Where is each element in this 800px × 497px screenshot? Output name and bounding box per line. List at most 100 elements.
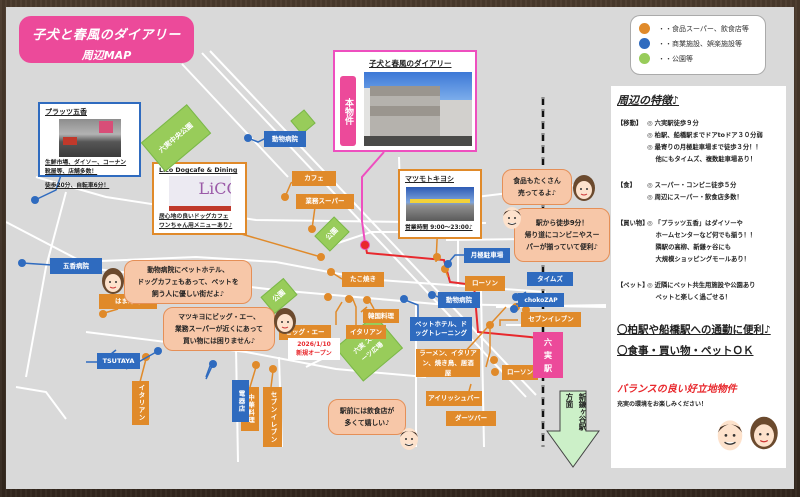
label-electronics-store[interactable]: 電器店 bbox=[232, 380, 249, 422]
section-label: 【移動】 bbox=[617, 120, 643, 127]
green-circle-icon bbox=[639, 53, 650, 64]
section-item: ◎ 周辺にスーパー・飲食店多数！ bbox=[647, 194, 743, 201]
bubble-line: 業務スーパーが近くにあって bbox=[175, 325, 263, 333]
road-short bbox=[181, 63, 289, 178]
label-tsutaya[interactable]: TSUTAYA bbox=[97, 353, 140, 369]
road-sw bbox=[15, 386, 67, 420]
dot-takoyaki[interactable] bbox=[327, 268, 335, 276]
dot-italian-2[interactable] bbox=[345, 295, 353, 303]
dot-darts[interactable] bbox=[491, 368, 499, 376]
section-item: ◎ 最寄りの月極駐車場まで徒歩３分！！ bbox=[647, 144, 762, 151]
plats-text-2: 靴屋等、店舗多数！ bbox=[45, 169, 98, 175]
plats-card[interactable]: プラッツ五香 生鮮市場、ダイソー、コーナン 靴屋等、店舗多数！ 徒歩20分、自転… bbox=[38, 102, 141, 189]
matsukiyo-card[interactable]: マツモトキヨシ 営業時間 9:00～23:00♪ bbox=[398, 169, 482, 239]
dot-gyomu[interactable] bbox=[308, 225, 316, 233]
dot-animal-hospital-2[interactable] bbox=[428, 291, 436, 299]
tagline: バランスの良い好立地物件 bbox=[617, 384, 737, 395]
commercial-dots bbox=[18, 134, 520, 368]
section-label: 【食】 bbox=[617, 182, 636, 189]
lico-card[interactable]: Lico Dogcafe & Dining LiCO 居心地の良いドッグカフェ … bbox=[152, 162, 247, 235]
matsukiyo-title: マツモトキヨシ bbox=[405, 175, 454, 183]
title-sub: 周辺MAP bbox=[81, 49, 132, 62]
matsukiyo-hours: 営業時間 9:00～23:00♪ bbox=[405, 225, 473, 231]
label-gyomu-super[interactable]: 業務スーパー bbox=[296, 194, 354, 209]
label-animal-hospital-1[interactable]: 動物病院 bbox=[264, 131, 306, 147]
section-item: 大規模ショッピングモールあり！ bbox=[647, 256, 750, 263]
dot-chokozap[interactable] bbox=[510, 305, 518, 313]
dot-lico[interactable] bbox=[317, 253, 325, 261]
opening-date: 2026/1/10 bbox=[297, 341, 331, 348]
plats-title: プラッツ五香 bbox=[45, 108, 87, 116]
title-main: 子犬と春風のダイアリー bbox=[32, 28, 181, 43]
section-item: ◎ 近隣にペット共生用施設や公園あり bbox=[647, 282, 756, 289]
road-ew-2 bbox=[75, 255, 547, 293]
label-cafe[interactable]: カフェ bbox=[292, 171, 336, 186]
blue-circle-icon bbox=[639, 38, 650, 49]
plats-text-3: 徒歩20分、自転車6分！ bbox=[45, 183, 110, 189]
dot-chinese[interactable] bbox=[252, 361, 260, 369]
dot-seven-1[interactable] bbox=[269, 365, 277, 373]
section-item: ホームセンターなど何でも揃う！！ bbox=[647, 232, 757, 239]
lico-title: Lico Dogcafe & Dining bbox=[159, 167, 238, 174]
man-avatar-icon bbox=[717, 420, 743, 451]
label-irish-bar[interactable]: アイリッシュバー bbox=[426, 391, 482, 406]
bubble-line: 飼う人に優しい街だよ♪ bbox=[151, 290, 225, 298]
rokuzane-station[interactable]: 六 実 駅 bbox=[533, 332, 563, 378]
label-lawson-2[interactable]: ローソン bbox=[502, 365, 538, 380]
label-lawson-1[interactable]: ローソン bbox=[465, 276, 505, 291]
lico-text-2: ワンちゃん用メニューあり♪ bbox=[159, 223, 233, 229]
dot-irish[interactable] bbox=[490, 356, 498, 364]
features-panel: 周辺の特徴♪ 【移動】 ◎ 六実駅徒歩９分 ◎ 柏駅、船橋駅までドアtoドア３０… bbox=[611, 86, 786, 468]
label-goko-hospital[interactable]: 五香病院 bbox=[50, 258, 102, 274]
bubble-line: パーが揃っていて便利♪ bbox=[526, 243, 598, 251]
dot-animal-hospital-1[interactable] bbox=[244, 134, 252, 142]
section-item: ◎ 柏駅、船橋駅までドアtoドア３０分弱 bbox=[647, 132, 763, 139]
dot-lawson-2[interactable] bbox=[486, 321, 494, 329]
label-seven-eleven-2[interactable]: セブンイレブン bbox=[521, 312, 581, 327]
dot-matsukiyo[interactable] bbox=[433, 253, 441, 261]
dot-plats[interactable] bbox=[31, 196, 39, 204]
title-badge: 子犬と春風のダイアリー 周辺MAP bbox=[19, 16, 194, 63]
label-times[interactable]: タイムズ bbox=[527, 272, 573, 286]
woman-avatar-icon bbox=[102, 268, 124, 294]
section-item: ペットと楽しく過ごせる！ bbox=[647, 294, 732, 301]
lico-text-1: 居心地の良いドッグカフェ bbox=[159, 214, 229, 220]
legend-label: ・・公園等 bbox=[658, 54, 693, 63]
label-italian-1[interactable]: イタリアン bbox=[132, 381, 149, 425]
dot-cafe[interactable] bbox=[281, 193, 289, 201]
property-card[interactable]: 本物件 子犬と春風のダイアリー bbox=[333, 50, 477, 152]
bubble-line: 帰り道にコンビニやスー bbox=[524, 231, 600, 239]
label-italian-2[interactable]: イタリアン bbox=[346, 325, 386, 339]
label-seven-eleven-1[interactable]: セブンイレブン bbox=[263, 387, 282, 447]
walking-route bbox=[364, 242, 552, 341]
station-char: 実 bbox=[544, 350, 552, 360]
dot-pet-hotel[interactable] bbox=[400, 295, 408, 303]
bubble-line: 食品もたくさん bbox=[513, 177, 561, 185]
label-monthly-parking[interactable]: 月極駐車場 bbox=[464, 248, 510, 263]
direction-line-2: 方面 bbox=[565, 393, 574, 408]
station-char: 六 bbox=[544, 337, 552, 347]
legend-item-food: ・・食品スーパー、飲食店等 bbox=[639, 21, 757, 36]
dot-goko-hospital[interactable] bbox=[18, 259, 26, 267]
property-leader-line bbox=[361, 151, 385, 244]
label-takoyaki[interactable]: たこ焼き bbox=[342, 272, 384, 287]
road-diagonal-1 bbox=[201, 52, 527, 398]
dot-korean[interactable] bbox=[363, 296, 371, 304]
label-ramen-izakaya[interactable]: ラーメン、イタリアン、焼き鳥、居酒屋 bbox=[416, 349, 480, 377]
label-korean[interactable]: 韓国料理 bbox=[363, 309, 399, 323]
section-item: ◎ 六実駅徒歩９分 bbox=[647, 120, 699, 127]
woman-avatar-icon bbox=[573, 175, 595, 201]
label-darts-bar[interactable]: ダーツバー bbox=[446, 411, 496, 426]
bubble-line: 動物病院にペットホテル、 bbox=[147, 266, 229, 274]
dot-hama-sushi[interactable] bbox=[99, 310, 107, 318]
dot-big-a[interactable] bbox=[324, 293, 332, 301]
map-board: 子犬と春風のダイアリー 周辺MAP ・・食品スーパー、飲食店等 ・・商業施設、娯… bbox=[6, 7, 794, 489]
bubble-line: ドッグカフェもあって、ペットを bbox=[137, 278, 239, 286]
label-animal-hospital-2[interactable]: 動物病院 bbox=[438, 292, 480, 308]
label-chokozap[interactable]: chokoZAP bbox=[518, 293, 564, 307]
property-photo bbox=[364, 72, 472, 146]
property-marker[interactable] bbox=[360, 240, 370, 250]
woman-avatar-icon bbox=[274, 308, 296, 334]
label-pet-hotel[interactable]: ペットホテル、ドッグトレーニング bbox=[410, 317, 472, 341]
dot-monthly-parking[interactable] bbox=[444, 260, 452, 268]
